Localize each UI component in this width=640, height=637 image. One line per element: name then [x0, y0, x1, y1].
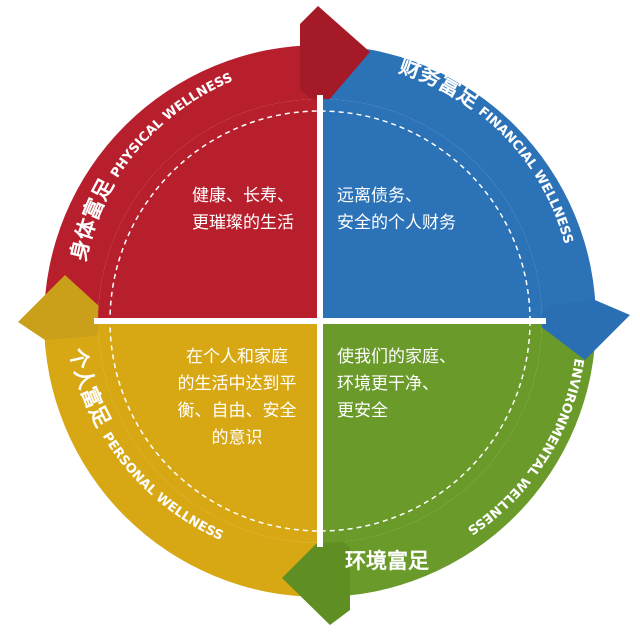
quadrant-physical — [98, 99, 320, 321]
text-environmental: 使我们的家庭、 环境更干净、 更安全 — [337, 347, 456, 421]
quadrant-personal — [98, 321, 320, 543]
arrow-head-physical — [300, 6, 370, 108]
arrow-heads — [18, 6, 630, 625]
quadrant-environmental — [320, 321, 542, 543]
arrow-head-financial — [535, 300, 630, 360]
inner-circle — [98, 99, 542, 543]
dashed-inner-ring — [109, 110, 531, 532]
text-financial: 远离债务、 安全的个人财务 — [337, 186, 456, 233]
horizontal-divider — [94, 318, 546, 324]
arrow-head-personal — [18, 275, 112, 340]
dividers — [94, 95, 546, 547]
text-personal: 在个人和家庭 的生活中达到平 衡、自由、安全 的意识 — [177, 347, 297, 448]
text-physical: 健康、长寿、 更璀璨的生活 — [192, 186, 294, 233]
label-environmental-cn: 环境富足 — [345, 549, 429, 573]
arrow-head-environmental — [282, 530, 350, 625]
quadrant-financial — [320, 99, 542, 321]
